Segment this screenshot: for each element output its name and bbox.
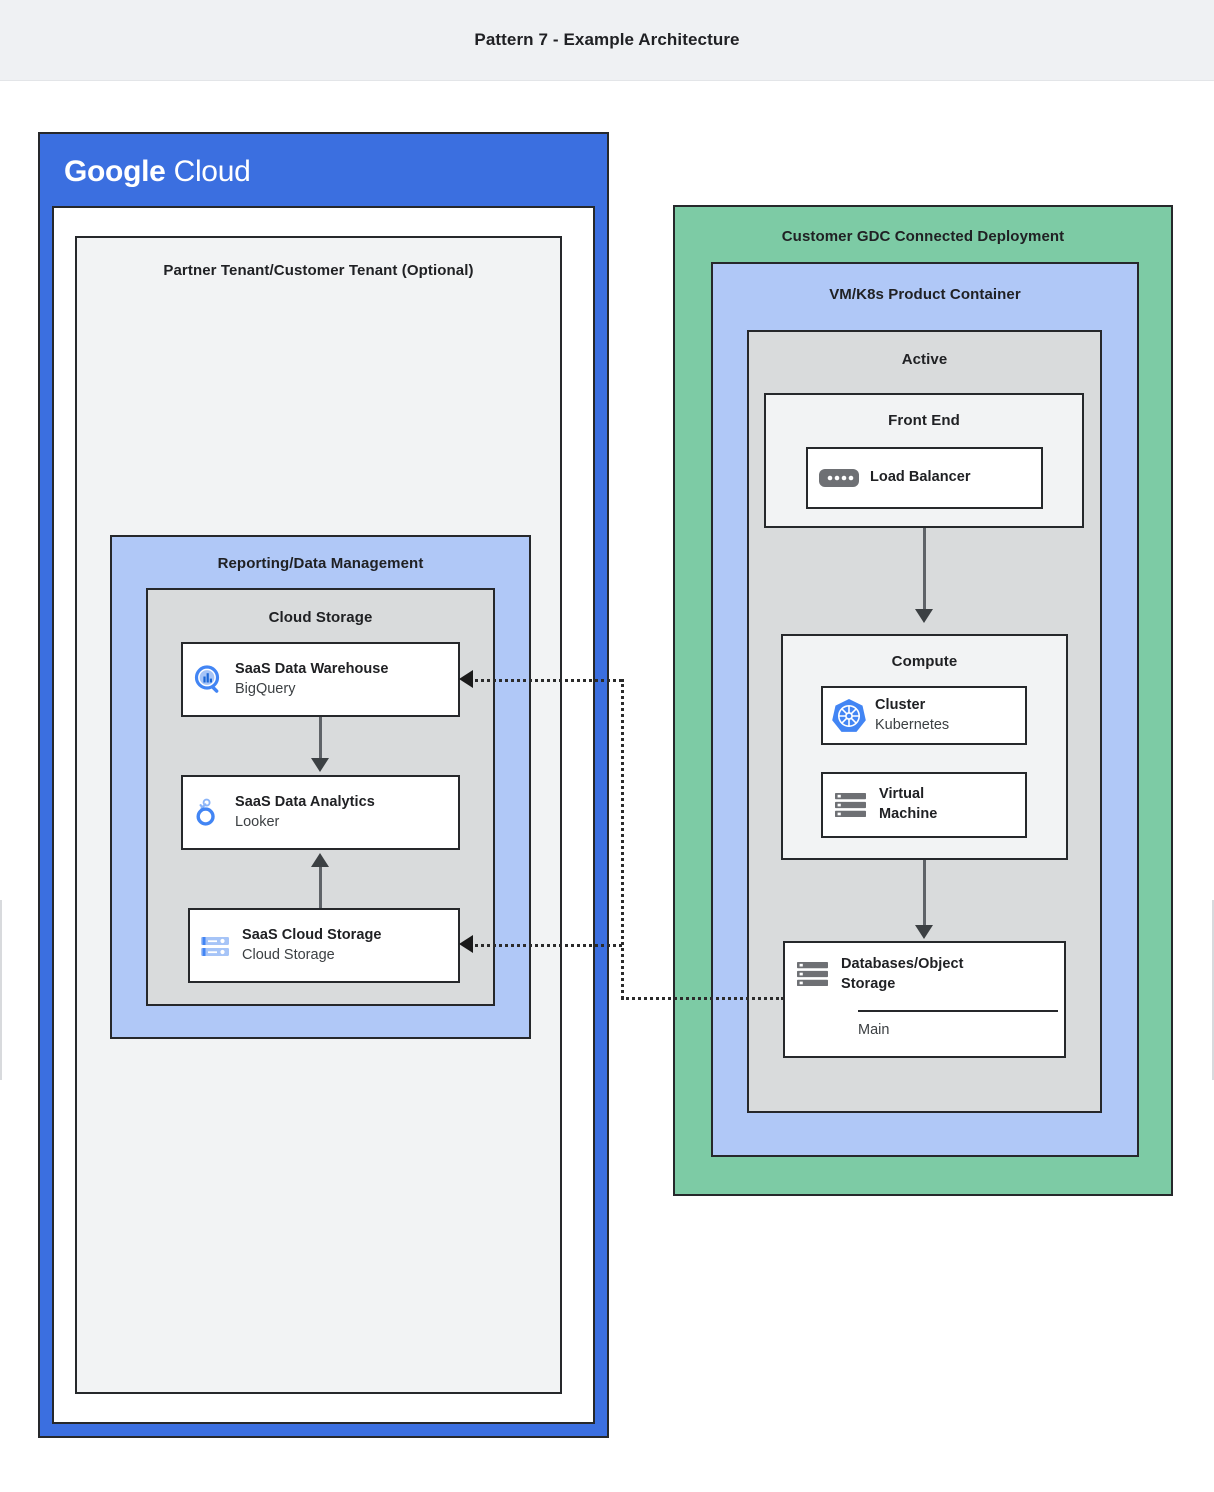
- arrow-compute-to-db-line: [923, 860, 926, 928]
- card-text: SaaS Cloud Storage Cloud Storage: [242, 926, 458, 965]
- server-stack-icon: [785, 955, 841, 993]
- front-end-title: Front End: [888, 412, 960, 429]
- db-title-line2: Storage: [841, 975, 896, 992]
- right-edge-artifact: [1212, 900, 1214, 1080]
- arrow-bigquery-to-looker-head: [311, 758, 329, 772]
- card-cluster-kubernetes[interactable]: Cluster Kubernetes: [821, 686, 1027, 745]
- arrow-bigquery-to-looker-line: [319, 717, 322, 761]
- card-title: SaaS Data Warehouse: [235, 660, 389, 677]
- card-title: Virtual: [879, 786, 925, 803]
- cloud-storage-group-title: Cloud Storage: [268, 609, 373, 626]
- virtual-machine-icon: [823, 788, 879, 822]
- reporting-title: Reporting/Data Management: [217, 555, 424, 572]
- card-subtitle: Looker: [235, 813, 280, 830]
- arrowhead-to-bigquery: [459, 670, 473, 688]
- db-title-line1: Databases/Object: [841, 956, 964, 972]
- arrow-storage-to-looker-head: [311, 853, 329, 867]
- arrowhead-to-saas-storage: [459, 935, 473, 953]
- logo-cloud-text: Cloud: [173, 155, 251, 188]
- card-text: SaaS Data Analytics Looker: [235, 793, 458, 832]
- google-cloud-logo: Google Cloud: [64, 155, 251, 189]
- card-text: Virtual Machine: [879, 785, 1025, 824]
- arrow-compute-to-db-head: [915, 925, 933, 939]
- logo-google-text: Google: [64, 155, 166, 188]
- dotted-branch-to-saas-storage: [470, 944, 622, 947]
- kubernetes-icon: [823, 696, 875, 736]
- page-header: Pattern 7 - Example Architecture: [0, 0, 1214, 81]
- dotted-branch-to-bigquery: [470, 679, 622, 682]
- partner-tenant-title: Partner Tenant/Customer Tenant (Optional…: [163, 262, 474, 279]
- card-title-line2: Machine: [879, 806, 938, 822]
- card-saas-data-analytics[interactable]: SaaS Data Analytics Looker: [181, 775, 460, 850]
- looker-icon: [183, 796, 235, 830]
- card-text: Load Balancer: [870, 468, 1041, 488]
- arrow-frontend-to-compute-head: [915, 609, 933, 623]
- arrow-storage-to-looker-line: [319, 866, 322, 908]
- card-load-balancer[interactable]: Load Balancer: [806, 447, 1043, 509]
- gdc-title: Customer GDC Connected Deployment: [781, 228, 1065, 245]
- arrow-frontend-to-compute-line: [923, 528, 926, 612]
- dotted-branch-to-databases: [621, 997, 784, 1000]
- db-header-row: Databases/Object Storage: [785, 955, 1064, 994]
- card-subtitle: Cloud Storage: [242, 946, 335, 963]
- active-title: Active: [901, 351, 948, 368]
- db-detail-main: Main: [858, 1022, 890, 1038]
- card-subtitle: BigQuery: [235, 680, 296, 697]
- card-title: Load Balancer: [870, 469, 971, 486]
- card-title: Cluster: [875, 696, 926, 713]
- cloud-storage-icon: [190, 929, 242, 963]
- card-saas-data-warehouse[interactable]: SaaS Data Warehouse BigQuery: [181, 642, 460, 717]
- dotted-trunk-vertical: [621, 679, 624, 999]
- card-virtual-machine[interactable]: Virtual Machine: [821, 772, 1027, 838]
- vm-k8s-title: VM/K8s Product Container: [829, 286, 1021, 303]
- card-databases-object-storage[interactable]: Databases/Object Storage Main: [783, 941, 1066, 1058]
- compute-title: Compute: [891, 653, 958, 670]
- card-text: SaaS Data Warehouse BigQuery: [235, 660, 458, 699]
- card-saas-cloud-storage[interactable]: SaaS Cloud Storage Cloud Storage: [188, 908, 460, 983]
- card-text: Databases/Object Storage: [841, 955, 1064, 994]
- card-text: Cluster Kubernetes: [875, 696, 1025, 735]
- bigquery-icon: [183, 663, 235, 697]
- page-title: Pattern 7 - Example Architecture: [474, 30, 740, 49]
- card-subtitle: Kubernetes: [875, 716, 950, 733]
- db-divider: [858, 1010, 1058, 1012]
- left-edge-artifact: [0, 900, 2, 1080]
- card-title: SaaS Cloud Storage: [242, 926, 382, 943]
- card-title: SaaS Data Analytics: [235, 793, 375, 810]
- load-balancer-icon: [808, 466, 870, 490]
